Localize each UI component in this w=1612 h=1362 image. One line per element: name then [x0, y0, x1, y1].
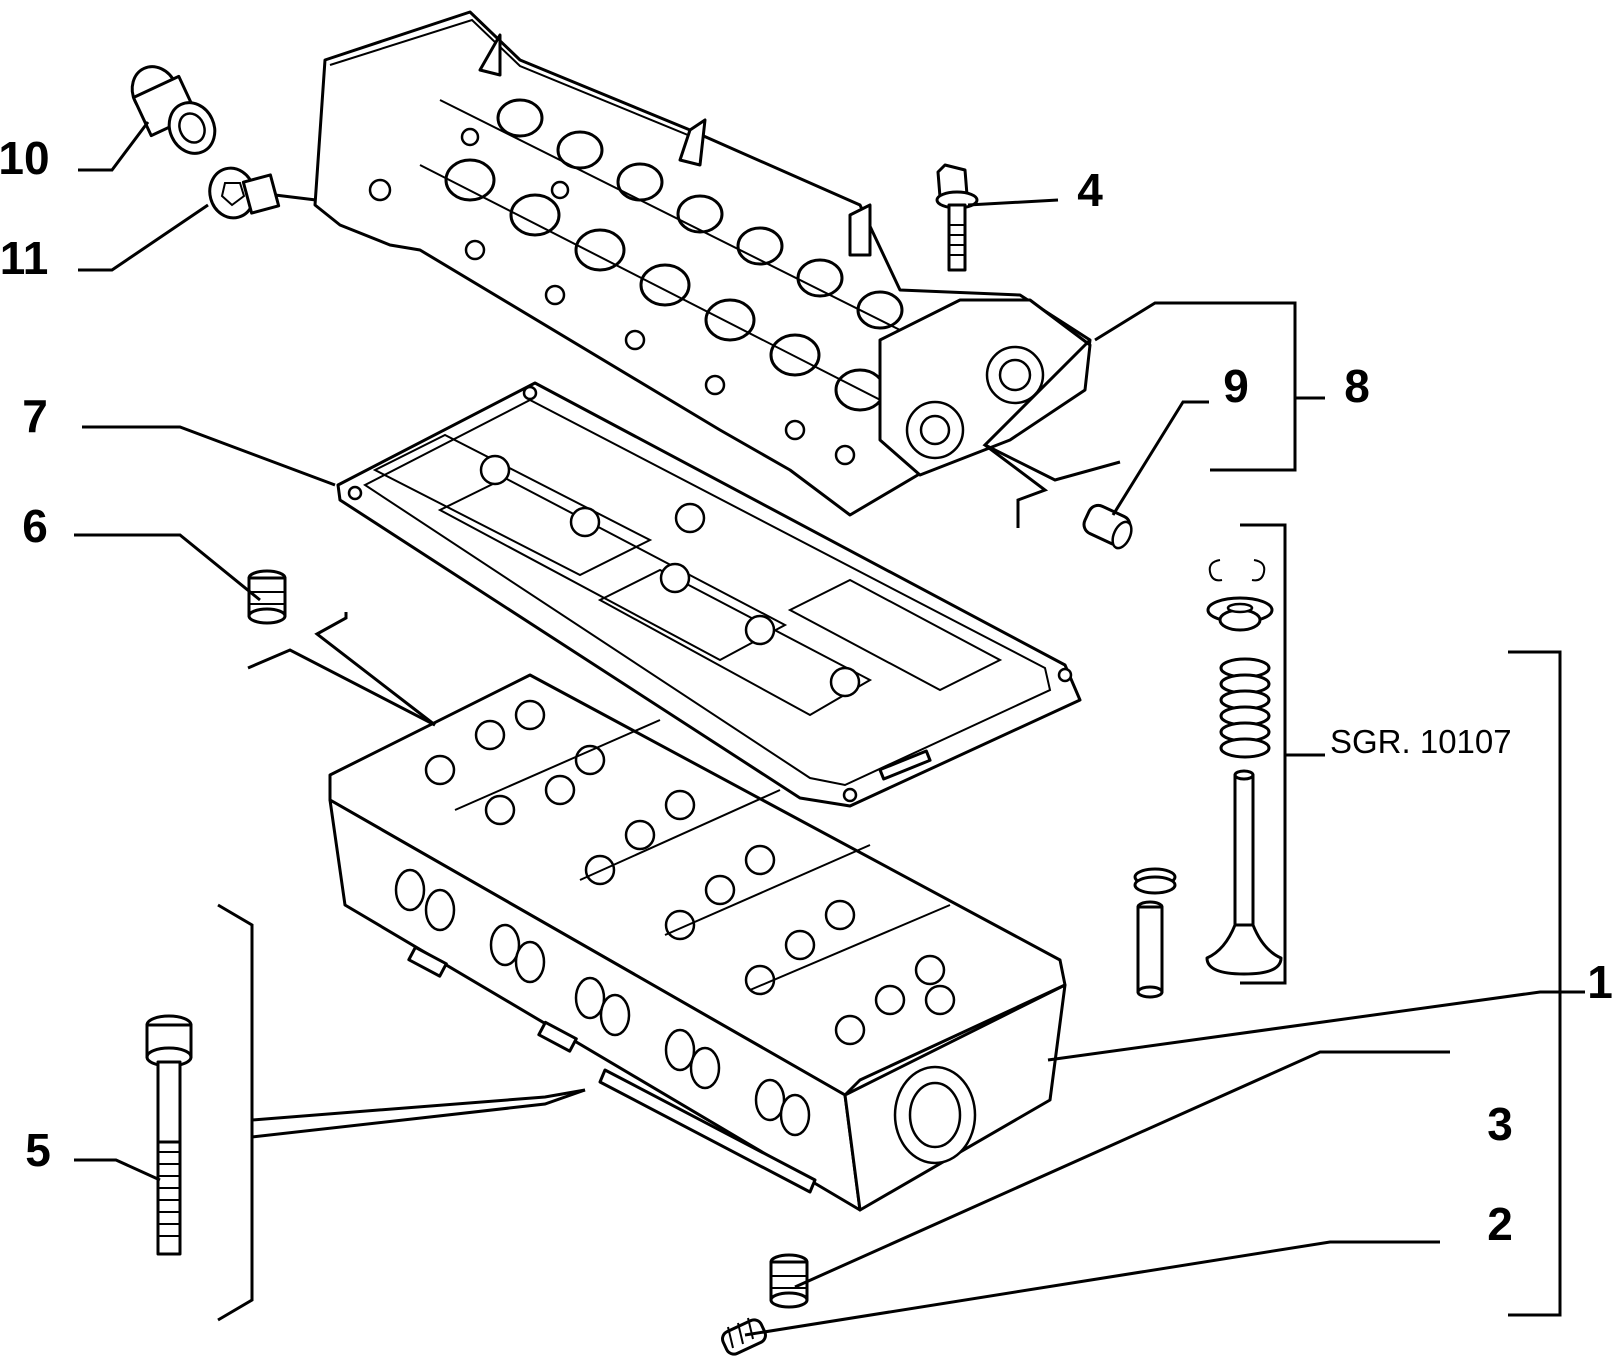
leader-lines [74, 121, 1585, 1337]
callout-8: 8 [1344, 360, 1370, 412]
plug-2-drawing [721, 1317, 767, 1356]
dowel-3-drawing [769, 1253, 809, 1309]
callout-9: 9 [1223, 360, 1249, 412]
callout-1: 1 [1587, 956, 1612, 1008]
plug-10-drawing [130, 65, 217, 155]
callout-5: 5 [25, 1124, 51, 1176]
callout-11: 11 [0, 232, 48, 284]
reference-sgr-10107: SGR. 10107 [1330, 723, 1512, 760]
callout-2: 2 [1487, 1198, 1513, 1250]
plug-11-drawing [208, 166, 281, 220]
head-bolt-5-drawing [145, 1014, 193, 1256]
bolt-4-drawing [935, 163, 979, 272]
dowel-9-drawing [1082, 503, 1133, 550]
callout-7: 7 [22, 390, 48, 442]
gasket-drawing [336, 381, 1082, 808]
callout-6: 6 [22, 500, 48, 552]
cylinder-head-drawing [328, 673, 1067, 1212]
camshaft-carrier-drawing [313, 10, 1092, 517]
callout-4: 4 [1077, 164, 1103, 216]
callout-10: 10 [0, 132, 50, 184]
valve-group-drawing [1133, 559, 1283, 999]
callout-3: 3 [1487, 1098, 1513, 1150]
